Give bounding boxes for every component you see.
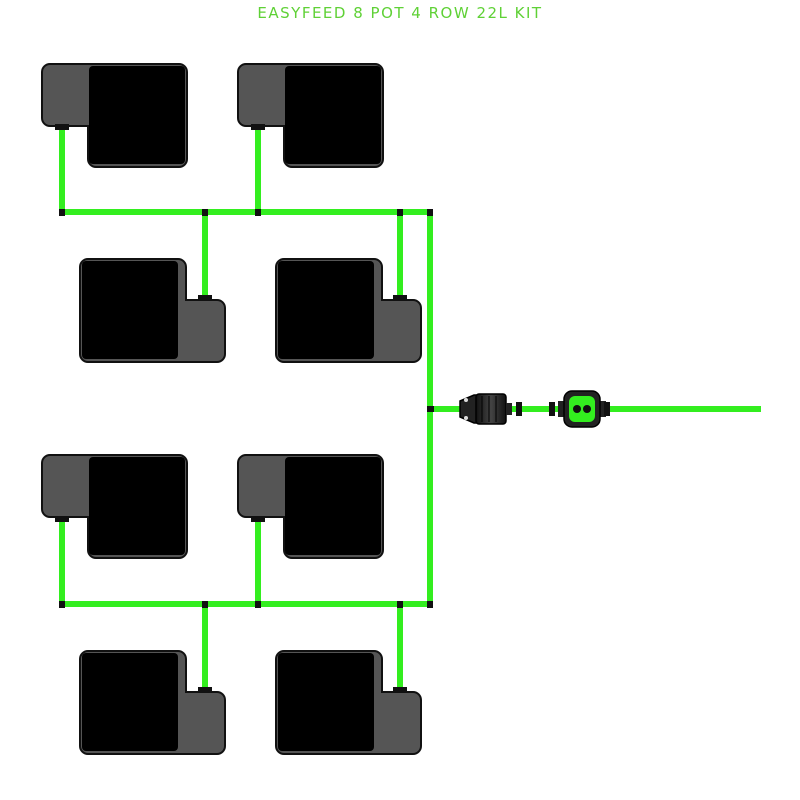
tee-connector xyxy=(427,601,433,608)
pot-row-1-left xyxy=(41,63,188,168)
pot-row-3-left xyxy=(41,454,188,559)
connector-icon xyxy=(459,393,512,425)
pot-row-4-right xyxy=(275,650,422,755)
inlet-connector xyxy=(251,516,265,522)
shutoff-valve-icon xyxy=(558,390,606,428)
inlet-connector xyxy=(55,124,69,130)
tee-connector xyxy=(255,601,261,608)
pipe-connectors xyxy=(55,124,434,693)
inline-connector xyxy=(604,402,610,416)
pot-row-1-right xyxy=(237,63,384,168)
tee-connector xyxy=(59,209,65,216)
tee-connector xyxy=(427,209,433,216)
inline-connector xyxy=(516,402,522,416)
tee-connector xyxy=(59,601,65,608)
pot-row-3-right xyxy=(237,454,384,559)
inlet-connector xyxy=(393,295,407,301)
tee-connector xyxy=(427,406,434,412)
pipe-network xyxy=(59,125,761,693)
tee-connector xyxy=(397,601,403,608)
tee-connector xyxy=(397,209,403,216)
inlet-connector xyxy=(55,516,69,522)
pot-row-2-right xyxy=(275,258,422,363)
inlet-connector xyxy=(251,124,265,130)
inlet-connector xyxy=(393,687,407,693)
page-title: EASYFEED 8 POT 4 ROW 22L KIT xyxy=(257,4,543,22)
inline-connector xyxy=(549,402,555,416)
tee-connector xyxy=(202,209,208,216)
inlet-connector xyxy=(198,295,212,301)
inlet-connector xyxy=(198,687,212,693)
tee-connector xyxy=(255,209,261,216)
pot-row-4-left xyxy=(79,650,226,755)
pot-row-2-left xyxy=(79,258,226,363)
tee-connector xyxy=(202,601,208,608)
